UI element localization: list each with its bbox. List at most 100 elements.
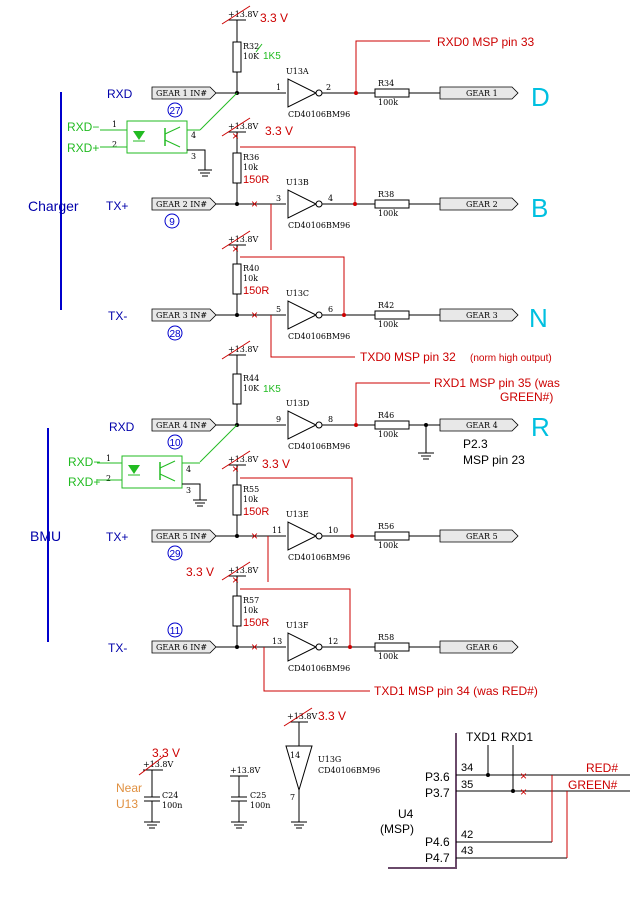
r32-val: 10K bbox=[243, 52, 260, 61]
c25-capacitor: +13.8V C25 100n bbox=[230, 766, 270, 829]
gear1-in-connector bbox=[151, 86, 217, 100]
letter-r: R bbox=[531, 412, 550, 442]
gear4-out-label: GEAR 4 bbox=[466, 421, 498, 430]
gear6-in-connector bbox=[151, 640, 217, 654]
u13f-out: 12 bbox=[328, 637, 338, 646]
note-txd1: TXD1 MSP pin 34 (was RED#) bbox=[374, 684, 538, 698]
c24-ref: C24 bbox=[162, 791, 178, 800]
near-label: Near bbox=[116, 781, 142, 795]
channel-3: TX- GEAR 3 IN# 28 R40 10k 150R +13.8V × … bbox=[108, 204, 552, 364]
rail-5-old: +13.8V bbox=[228, 455, 259, 464]
u13g-rail-old: +13.8V bbox=[287, 712, 318, 721]
r58-resistor bbox=[374, 642, 410, 652]
gear1-out-label: GEAR 1 bbox=[466, 89, 498, 98]
rail-5-new: 3.3 V bbox=[262, 457, 290, 471]
rail-6-old: +13.8V bbox=[228, 566, 259, 575]
letter-b: B bbox=[531, 193, 548, 223]
u13a-inverter bbox=[287, 78, 318, 108]
channel-1: RXD GEAR 1 IN# 27 R32 10K 1K5 +13.8V 3.3… bbox=[107, 5, 550, 131]
r36-val: 10k bbox=[243, 163, 258, 172]
u13g-power: +13.8V 3.3 V 14 7 U13G CD40106BM96 bbox=[283, 707, 380, 829]
svg-text:×: × bbox=[251, 308, 258, 322]
c24-capacitor: +13.8V 3.3 V C24 100n Near U13 bbox=[116, 746, 182, 829]
signal-txm-2: TX- bbox=[108, 641, 127, 655]
svg-text:×: × bbox=[251, 640, 258, 654]
r44-ref: R44 bbox=[243, 374, 259, 383]
r46-val: 100k bbox=[378, 430, 398, 439]
channel-4: RXD GEAR 4 IN# 10 R44 10K 1K5 +13.8V U13… bbox=[109, 340, 560, 467]
msp-n42: 42 bbox=[461, 829, 473, 841]
u13g-pin7: 7 bbox=[290, 793, 295, 802]
u13d-out: 8 bbox=[328, 415, 333, 424]
letter-d: D bbox=[531, 82, 550, 112]
msp-ref: U4 bbox=[398, 807, 414, 821]
signal-txp-1: TX+ bbox=[106, 199, 128, 213]
opto1-pin3: 3 bbox=[191, 152, 196, 161]
connector-num-29: 29 bbox=[169, 549, 181, 560]
u13c-part: CD40106BM96 bbox=[288, 332, 350, 341]
opto1-body bbox=[126, 120, 188, 154]
connector-num-27 bbox=[167, 102, 183, 118]
msp-green: GREEN# bbox=[568, 778, 618, 792]
gear1-out-connector bbox=[439, 86, 519, 100]
note-txd0: TXD0 MSP pin 32 bbox=[360, 350, 456, 364]
r44-new: 1K5 bbox=[263, 384, 281, 395]
u13c-in: 5 bbox=[276, 305, 281, 314]
r55-resistor bbox=[232, 484, 242, 516]
u13b-inverter bbox=[287, 189, 318, 219]
opto1-pin4: 4 bbox=[191, 131, 196, 140]
u13f-in: 13 bbox=[272, 637, 282, 646]
rail-2-old: +13.8V bbox=[228, 122, 259, 131]
svg-text:×: × bbox=[232, 129, 239, 143]
r44-val: 10K bbox=[243, 384, 260, 393]
r36-resistor bbox=[232, 152, 242, 184]
c25-val: 100n bbox=[250, 801, 270, 810]
rail-2-new: 3.3 V bbox=[265, 124, 293, 138]
note-rxd1-b: GREEN#) bbox=[500, 390, 553, 404]
bmu-label: BMU bbox=[30, 528, 61, 544]
r57-val: 10k bbox=[243, 606, 258, 615]
opto1-pin2: 2 bbox=[112, 140, 117, 149]
svg-text:×: × bbox=[232, 462, 239, 476]
connector-num-10: 10 bbox=[169, 438, 181, 449]
r56-ref: R56 bbox=[378, 522, 394, 531]
optocoupler-1: RXD− RXD+ 1 2 4 3 bbox=[67, 120, 212, 177]
r42-val: 100k bbox=[378, 320, 398, 329]
u13g-pin14: 14 bbox=[290, 751, 300, 760]
signal-rxd-2: RXD bbox=[109, 420, 135, 434]
channel-5: TX+ GEAR 5 IN# 29 R55 10k 150R +13.8V 3.… bbox=[106, 450, 519, 562]
u13f-inverter bbox=[287, 632, 318, 662]
u13c-ref: U13C bbox=[286, 289, 309, 298]
note-rxd1: RXD1 MSP pin 35 (was bbox=[434, 376, 560, 390]
c24-val: 100n bbox=[162, 801, 182, 810]
u13e-in: 11 bbox=[272, 526, 282, 535]
opto1-rxd-plus: RXD+ bbox=[67, 141, 99, 155]
svg-text:×: × bbox=[520, 785, 527, 799]
charger-label: Charger bbox=[28, 198, 79, 214]
u13c-inverter bbox=[287, 300, 318, 330]
u13f-part: CD40106BM96 bbox=[288, 664, 350, 673]
gear6-out-label: GEAR 6 bbox=[466, 643, 498, 652]
u13b-out: 4 bbox=[328, 194, 333, 203]
gear1-in-label: GEAR 1 IN# bbox=[156, 89, 207, 98]
rail-3-old: +13.8V bbox=[228, 235, 259, 244]
msp-p37: P3.7 bbox=[425, 786, 450, 800]
r40-val: 10k bbox=[243, 274, 258, 283]
signal-rxd-1: RXD bbox=[107, 87, 133, 101]
gear2-in-connector bbox=[151, 197, 217, 211]
connector-num-28: 28 bbox=[169, 329, 181, 340]
msp-n34: 34 bbox=[461, 762, 473, 774]
msp-p46: P4.6 bbox=[425, 835, 450, 849]
c25-ref: C25 bbox=[250, 791, 266, 800]
svg-text:×: × bbox=[232, 242, 239, 256]
opto2-rxd-plus: RXD+ bbox=[68, 475, 100, 489]
gear4-in-connector bbox=[151, 418, 217, 432]
note-txd0-sub: (norm high output) bbox=[470, 353, 552, 364]
msp-body bbox=[388, 733, 457, 869]
connector-num-11: 11 bbox=[170, 626, 181, 637]
msp-u4: U4 (MSP) P3.6 P3.7 P4.6 P4.7 34 35 42 43… bbox=[380, 730, 630, 869]
gear5-out-label: GEAR 5 bbox=[466, 532, 498, 541]
svg-text:×: × bbox=[520, 769, 527, 783]
u13e-part: CD40106BM96 bbox=[288, 553, 350, 562]
